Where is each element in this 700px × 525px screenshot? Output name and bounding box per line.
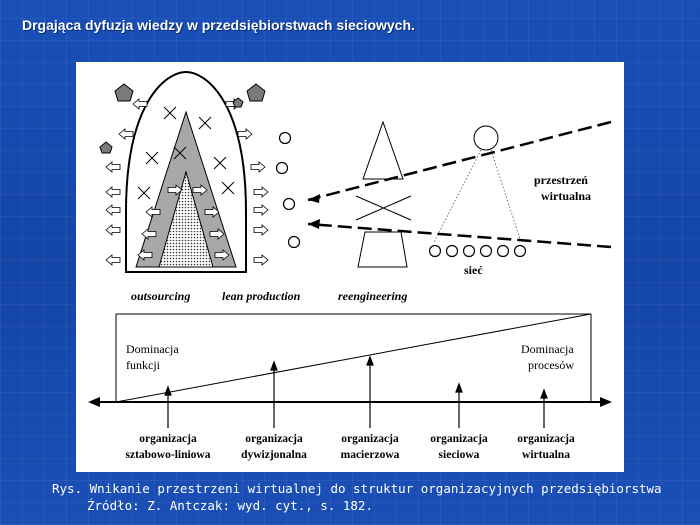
org-label-4-line2: sieciowa: [439, 449, 480, 461]
dominance-functions-label-1: Dominacja: [126, 342, 179, 356]
diagram-svg: przestrzeń wirtualna sieć outsourcing le…: [88, 70, 612, 461]
caption-source-line: Źródło: Z. Antczak: wyd. cyt., s. 182.: [87, 498, 373, 513]
dominance-processes-label-2: procesów: [528, 358, 574, 372]
virtual-space-figure: [307, 120, 612, 249]
org-label-3-line2: macierzowa: [341, 449, 400, 461]
strategy-label-outsourcing: outsourcing: [131, 289, 190, 303]
org-label-1-line2: sztabowo-liniowa: [126, 449, 211, 461]
org-label-5-line1: organizacja: [517, 433, 575, 445]
strategy-label-reengineering: reengineering: [338, 289, 407, 303]
network-circles: [428, 244, 527, 258]
org-label-4-line1: organizacja: [430, 433, 488, 445]
virtual-space-label-2: wirtualna: [541, 189, 591, 203]
org-label-2-line2: dywizjonalna: [241, 449, 307, 461]
org-label-5-line2: wirtualna: [522, 449, 570, 461]
org-label-3-line1: organizacja: [341, 433, 399, 445]
pentagon-shapes: [99, 83, 266, 154]
org-label-1-line1: organizacja: [139, 433, 197, 445]
knowledge-circles: [275, 131, 301, 249]
slide-title: Drgająca dyfuzja wiedzy w przedsiębiorst…: [22, 17, 415, 33]
knowledge-arch: [125, 70, 247, 273]
diagram-panel: przestrzeń wirtualna sieć outsourcing le…: [76, 62, 624, 472]
evolution-axis: [88, 397, 612, 407]
dominance-box: [115, 313, 592, 403]
caption-figure-line: Rys. Wnikanie przestrzeni wirtualnej do …: [52, 481, 662, 496]
figure-caption: Rys. Wnikanie przestrzeni wirtualnej do …: [52, 480, 662, 514]
dominance-functions-label-2: funkcji: [126, 358, 161, 372]
reengineering-shapes: [355, 120, 412, 268]
organization-arrows: [164, 355, 548, 428]
strategy-label-lean-production: lean production: [222, 289, 301, 303]
virtual-space-label-1: przestrzeń: [534, 173, 588, 187]
network-label: sieć: [464, 263, 483, 277]
org-label-2-line1: organizacja: [245, 433, 303, 445]
dominance-processes-label-1: Dominacja: [521, 342, 574, 356]
